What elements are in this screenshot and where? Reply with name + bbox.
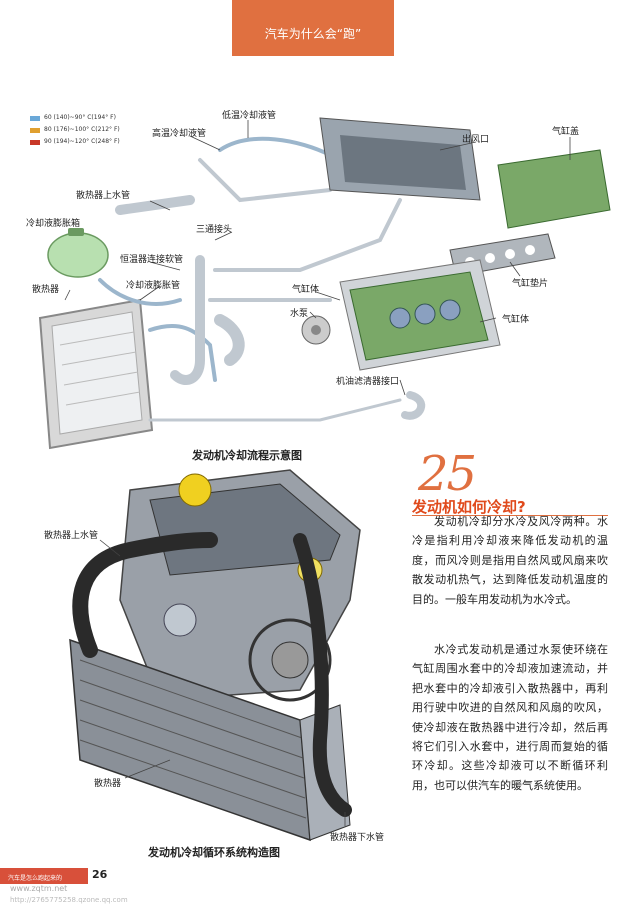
expansion-tank-illustration bbox=[47, 228, 109, 278]
legend-swatch-red bbox=[30, 139, 40, 145]
legend-swatch-blue bbox=[30, 115, 40, 121]
label-upper-pipe: 散热器上水管 bbox=[44, 531, 99, 541]
label-low-temp-pipe: 低温冷却液管 bbox=[222, 111, 277, 121]
water-pump-illustration bbox=[301, 315, 331, 345]
label-cylinder-block-left: 气缸体 bbox=[292, 285, 320, 295]
label-high-temp-pipe: 高温冷却液管 bbox=[152, 129, 207, 139]
page-number: 26 bbox=[92, 868, 108, 881]
label-lower-pipe: 散热器下水管 bbox=[330, 833, 385, 843]
temperature-legend: 60 (140)~90° C(194° F) 80 (176)~100° C(2… bbox=[30, 112, 120, 148]
label-radiator-upper-pipe: 散热器上水管 bbox=[76, 191, 131, 201]
header-title: 汽车为什么会“跑” bbox=[264, 27, 362, 41]
section-title: 发动机如何冷却? bbox=[412, 498, 526, 516]
label-radiator-2: 散热器 bbox=[94, 779, 122, 789]
diagram1-caption: 发动机冷却流程示意图 bbox=[192, 449, 302, 462]
label-oil-filter-port: 机油滤清器接口 bbox=[336, 377, 400, 387]
paragraph-1: 发动机冷却分水冷及风冷两种。水冷是指利用冷却液来降低发动机的温度，而风冷则是指用… bbox=[412, 515, 608, 606]
watermark-url: www.zqtm.net bbox=[10, 884, 68, 893]
footer-bar-text: 汽车是怎么跑起来的 bbox=[8, 875, 63, 882]
label-three-way: 三通接头 bbox=[196, 225, 233, 235]
label-outlet: 出风口 bbox=[462, 135, 490, 145]
watermark-qzone: http://2765775258.qzone.qq.com bbox=[10, 896, 128, 904]
legend-row: 90 (194)~120° C(248° F) bbox=[30, 136, 120, 148]
section-divider bbox=[412, 515, 608, 516]
cylinder-block-illustration bbox=[339, 259, 501, 371]
legend-label: 90 (194)~120° C(248° F) bbox=[44, 138, 120, 145]
heater-box-illustration bbox=[319, 117, 481, 201]
label-expansion-pipe: 冷却液膨胀管 bbox=[126, 281, 181, 291]
label-radiator: 散热器 bbox=[32, 285, 60, 295]
diagram2-caption: 发动机冷却循环系统构造图 bbox=[148, 846, 280, 859]
legend-row: 80 (176)~100° C(212° F) bbox=[30, 124, 120, 136]
label-water-pump: 水泵 bbox=[290, 309, 309, 319]
section-number: 25 bbox=[418, 446, 477, 502]
label-head-gasket: 气缸垫片 bbox=[512, 279, 549, 289]
legend-row: 60 (140)~90° C(194° F) bbox=[30, 112, 120, 124]
label-expansion-tank: 冷却液膨胀箱 bbox=[26, 219, 81, 229]
legend-swatch-orange bbox=[30, 127, 40, 133]
cylinder-head-illustration bbox=[497, 149, 611, 229]
legend-label: 60 (140)~90° C(194° F) bbox=[44, 114, 116, 121]
legend-label: 80 (176)~100° C(212° F) bbox=[44, 126, 120, 133]
radiator-illustration bbox=[38, 298, 154, 450]
paragraph-2: 水冷式发动机是通过水泵使环绕在气缸周围水套中的冷却液加速流动，并把水套中的冷却液… bbox=[412, 643, 608, 792]
label-cylinder-head: 气缸盖 bbox=[552, 127, 580, 137]
label-cylinder-block-right: 气缸体 bbox=[502, 315, 530, 325]
header-tab: 汽车为什么会“跑” bbox=[232, 0, 394, 56]
label-thermostat-hose: 恒温器连接软管 bbox=[120, 255, 184, 265]
footer-bar: 汽车是怎么跑起来的 bbox=[0, 868, 88, 884]
